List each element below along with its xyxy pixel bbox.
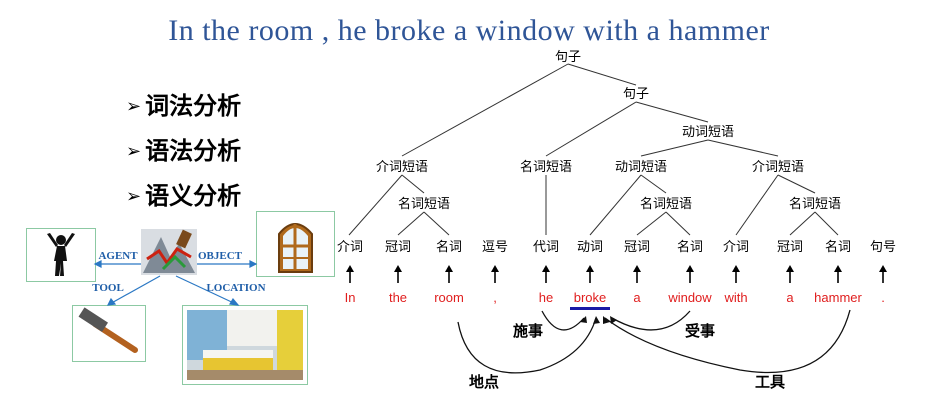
pos-tag: 冠词 [385, 240, 411, 255]
up-arrow-icon [633, 265, 641, 283]
bullet-label: 语义分析 [145, 182, 242, 210]
sentence-word: a [786, 290, 794, 305]
up-arrow-icon [732, 265, 740, 283]
up-arrow-icon [346, 265, 354, 283]
node-noun-phrase: 名词短语 [398, 196, 450, 212]
tool-box [72, 305, 146, 362]
node-noun-phrase: 名词短语 [789, 196, 841, 212]
tool-role-label: TOOL [92, 282, 124, 294]
arrow-bullet-icon: ➢ [126, 96, 142, 117]
sentence-word: the [389, 290, 407, 305]
pos-tag: 冠词 [777, 240, 803, 255]
sentence-word: . [881, 290, 885, 305]
pos-tag: 名词 [677, 239, 703, 255]
node-verb-phrase: 动词短语 [615, 160, 667, 175]
up-arrow-icon [394, 265, 402, 283]
verb-underline [570, 307, 610, 310]
sentence-word: hammer [814, 290, 862, 305]
pos-tag: 冠词 [624, 240, 650, 255]
location-role-label: LOCATION [206, 282, 265, 294]
relation-agent: 施事 [513, 322, 543, 340]
node-sentence-root: 句子 [555, 50, 581, 65]
agent-box [26, 228, 96, 282]
up-arrow-icon [542, 265, 550, 283]
object-box [256, 211, 335, 277]
person-icon [47, 233, 75, 276]
node-verb-phrase: 动词短语 [682, 125, 734, 140]
action-box [141, 229, 197, 275]
node-noun-phrase: 名词短语 [640, 196, 692, 212]
bullet-lexical: ➢词法分析 [126, 86, 241, 121]
pos-tag: 名词 [825, 239, 851, 255]
sentence-word: broke [574, 290, 607, 305]
object-role-label: OBJECT [198, 250, 243, 262]
sentence-word: a [633, 290, 641, 305]
sentence-word: with [723, 290, 747, 305]
arrow-bullet-icon: ➢ [126, 141, 142, 162]
up-arrow-icon [586, 265, 594, 283]
sentence-word: room [434, 290, 464, 305]
bedroom-image [187, 310, 303, 380]
up-arrow-icon [445, 265, 453, 283]
pos-tag: 代词 [533, 240, 559, 255]
up-arrow-icon [834, 265, 842, 283]
bullet-label: 语法分析 [145, 137, 242, 165]
bullet-syntactic: ➢语法分析 [126, 131, 241, 166]
pos-tag: 句号 [870, 240, 896, 255]
pos-tag: 介词 [723, 240, 749, 255]
location-box [182, 305, 308, 385]
sentence-word: In [345, 290, 356, 305]
up-arrow-icon [879, 265, 887, 283]
bullet-label: 词法分析 [145, 92, 242, 120]
up-arrow-icon [491, 265, 499, 283]
breaking-action-icon [141, 229, 197, 275]
sentence-word: , [493, 290, 497, 305]
window-icon [278, 223, 313, 273]
up-arrow-icon [786, 265, 794, 283]
pos-tag: 动词 [577, 240, 603, 255]
relation-location: 地点 [469, 373, 499, 391]
relation-tool: 工具 [755, 373, 785, 391]
arrow-bullet-icon: ➢ [126, 186, 142, 207]
pos-tag: 逗号 [482, 240, 508, 255]
sentence-word: he [539, 290, 553, 305]
sentence-word: window [667, 290, 712, 305]
sentence-title: In the room , he broke a window with a h… [168, 14, 770, 47]
node-prep-phrase: 介词短语 [752, 160, 804, 175]
hammer-icon [78, 307, 138, 353]
agent-role-label: AGENT [98, 250, 138, 262]
relation-patient: 受事 [685, 322, 715, 340]
node-noun-phrase: 名词短语 [520, 159, 572, 175]
node-prep-phrase: 介词短语 [376, 160, 428, 175]
bullet-semantic: ➢语义分析 [126, 176, 241, 211]
up-arrow-icon [686, 265, 694, 283]
node-sentence: 句子 [623, 87, 649, 102]
pos-tag: 名词 [436, 239, 462, 255]
pos-tag: 介词 [337, 240, 363, 255]
